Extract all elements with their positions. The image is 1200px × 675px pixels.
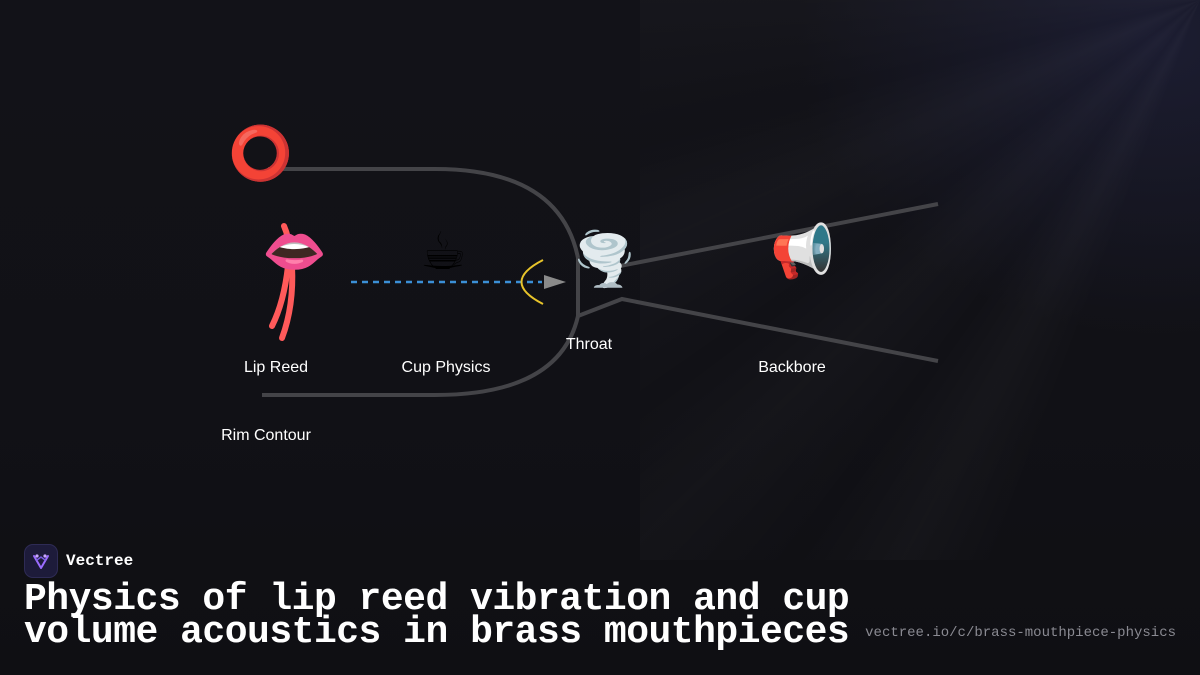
- tornado-icon: 🌪️: [572, 230, 637, 290]
- vectree-logo-icon: [24, 544, 58, 578]
- node-label-rim-contour: Rim Contour: [221, 427, 311, 444]
- page-title: Physics of lip reed vibration and cup vo…: [24, 578, 850, 654]
- lip-reed-strands-icon: [269, 223, 296, 341]
- node-label-backbore: Backbore: [758, 359, 826, 376]
- lips-icon: 👄: [262, 222, 327, 282]
- megaphone-icon: 📢: [770, 222, 835, 282]
- node-label-lip-reed: Lip Reed: [243, 359, 309, 376]
- sound-wave-arc: [520, 259, 544, 305]
- red-ring-icon: ⭕: [228, 124, 293, 184]
- brand: Vectree: [24, 544, 133, 578]
- node-label-cup-physics: Cup Physics: [401, 359, 491, 376]
- node-label-throat: Throat: [565, 336, 613, 353]
- cup-outline-top: [268, 167, 580, 259]
- backbore-lower-wall: [577, 296, 939, 363]
- source-url[interactable]: vectree.io/c/brass-mouthpiece-physics: [865, 625, 1176, 641]
- brand-name: Vectree: [66, 552, 134, 570]
- flow-arrow-head: [544, 275, 566, 289]
- backbore-upper-wall: [619, 202, 939, 268]
- hot-beverage-icon: ☕: [420, 222, 467, 282]
- cup-outline-bottom: [262, 315, 580, 397]
